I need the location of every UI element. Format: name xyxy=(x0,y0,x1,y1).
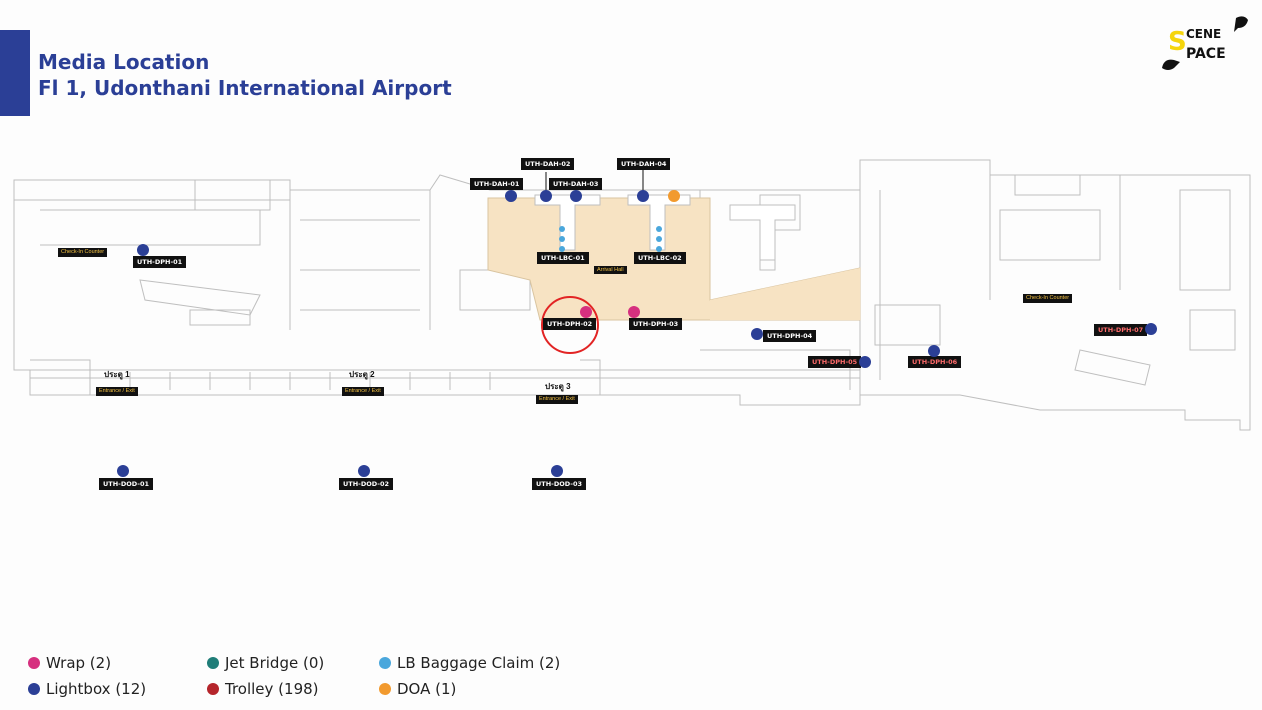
title-line2: Fl 1, Udonthani International Airport xyxy=(38,76,452,100)
trolley-swatch-icon xyxy=(207,683,219,695)
label-uth-dph-05: UTH-DPH-05 xyxy=(808,356,862,368)
label-uth-dah-04: UTH-DAH-04 xyxy=(617,158,671,170)
marker-wrap-dph02[interactable] xyxy=(580,306,592,318)
label-uth-dod-02: UTH-DOD-02 xyxy=(339,478,394,490)
marker-lightbox-dod03[interactable] xyxy=(551,465,563,477)
marker-baggage-lbc02-c[interactable] xyxy=(656,246,662,252)
label-uth-dph-03: UTH-DPH-03 xyxy=(629,318,683,330)
legend-item-trolley: Trolley (198) xyxy=(207,676,324,702)
legend-label: DOA (1) xyxy=(397,680,457,698)
marker-lightbox-dah02[interactable] xyxy=(540,190,552,202)
label-uth-dod-03: UTH-DOD-03 xyxy=(532,478,587,490)
marker-lightbox-dah01[interactable] xyxy=(505,190,517,202)
marker-lightbox-dph04[interactable] xyxy=(751,328,763,340)
label-uth-dph-01: UTH-DPH-01 xyxy=(133,256,187,268)
marker-baggage-lbc02-b[interactable] xyxy=(656,236,662,242)
marker-lightbox-dph07[interactable] xyxy=(1145,323,1157,335)
title-line1: Media Location xyxy=(38,50,210,74)
checkin-counter-right: Check-In Counter xyxy=(1023,294,1073,303)
legend-item-baggage: LB Baggage Claim (2) xyxy=(379,650,560,676)
label-uth-dph-06: UTH-DPH-06 xyxy=(908,356,962,368)
legend-col-1: Wrap (2) Lightbox (12) xyxy=(28,650,146,702)
marker-doa[interactable] xyxy=(668,190,680,202)
marker-lightbox-dod02[interactable] xyxy=(358,465,370,477)
gate-2-label: ประตู 2 xyxy=(349,370,375,379)
marker-lightbox-dah04[interactable] xyxy=(637,190,649,202)
baggage-swatch-icon xyxy=(379,657,391,669)
scene-space-logo: S CENE PACE xyxy=(1158,12,1254,76)
legend-label: Jet Bridge (0) xyxy=(225,654,325,672)
doa-swatch-icon xyxy=(379,683,391,695)
legend-item-jet-bridge: Jet Bridge (0) xyxy=(207,650,324,676)
arrival-hall-label: Arrival Hall xyxy=(594,266,627,274)
label-uth-dod-01: UTH-DOD-01 xyxy=(99,478,154,490)
marker-baggage-lbc01-b[interactable] xyxy=(559,236,565,242)
legend-item-wrap: Wrap (2) xyxy=(28,650,146,676)
legend-label: Lightbox (12) xyxy=(46,680,147,698)
page-title: Media Location Fl 1, Udonthani Internati… xyxy=(38,49,452,101)
legend-col-2: Jet Bridge (0) Trolley (198) xyxy=(207,650,324,702)
legend-label: Wrap (2) xyxy=(46,654,112,672)
marker-baggage-lbc01-a[interactable] xyxy=(559,226,565,232)
marker-wrap-dph03[interactable] xyxy=(628,306,640,318)
jet-bridge-swatch-icon xyxy=(207,657,219,669)
accent-bar xyxy=(0,30,30,116)
logo-top: CENE xyxy=(1186,27,1221,41)
label-uth-lbc-02: UTH-LBC-02 xyxy=(634,252,686,264)
legend-label: Trolley (198) xyxy=(225,680,319,698)
marker-baggage-lbc02-a[interactable] xyxy=(656,226,662,232)
marker-lightbox-dph01[interactable] xyxy=(137,244,149,256)
gate-1-label: ประตู 1 xyxy=(104,370,130,379)
floor-plan: UTH-DAH-01 UTH-DAH-02 UTH-DAH-03 UTH-DAH… xyxy=(0,150,1262,510)
label-uth-dah-01: UTH-DAH-01 xyxy=(470,178,524,190)
legend-item-lightbox: Lightbox (12) xyxy=(28,676,146,702)
label-uth-dah-03: UTH-DAH-03 xyxy=(549,178,603,190)
wrap-swatch-icon xyxy=(28,657,40,669)
entrance-exit-3: Entrance / Exit xyxy=(536,395,578,404)
marker-lightbox-dph06[interactable] xyxy=(928,345,940,357)
marker-lightbox-dph05[interactable] xyxy=(859,356,871,368)
legend-col-3: LB Baggage Claim (2) DOA (1) xyxy=(379,650,560,702)
label-uth-dah-02: UTH-DAH-02 xyxy=(521,158,575,170)
marker-lightbox-dod01[interactable] xyxy=(117,465,129,477)
marker-baggage-lbc01-c[interactable] xyxy=(559,246,565,252)
label-uth-dph-07: UTH-DPH-07 xyxy=(1094,324,1148,336)
label-uth-dph-04: UTH-DPH-04 xyxy=(763,330,817,342)
gate-3-label: ประตู 3 xyxy=(545,382,571,391)
svg-text:S: S xyxy=(1168,27,1187,57)
legend-item-doa: DOA (1) xyxy=(379,676,560,702)
label-uth-lbc-01: UTH-LBC-01 xyxy=(537,252,589,264)
lightbox-swatch-icon xyxy=(28,683,40,695)
label-uth-dph-02: UTH-DPH-02 xyxy=(543,318,597,330)
entrance-exit-1: Entrance / Exit xyxy=(96,387,138,396)
checkin-counter-left: Check-In Counter xyxy=(58,248,108,257)
entrance-exit-2: Entrance / Exit xyxy=(342,387,384,396)
logo-bottom: PACE xyxy=(1186,46,1226,62)
legend-label: LB Baggage Claim (2) xyxy=(397,654,561,672)
marker-lightbox-dah03[interactable] xyxy=(570,190,582,202)
